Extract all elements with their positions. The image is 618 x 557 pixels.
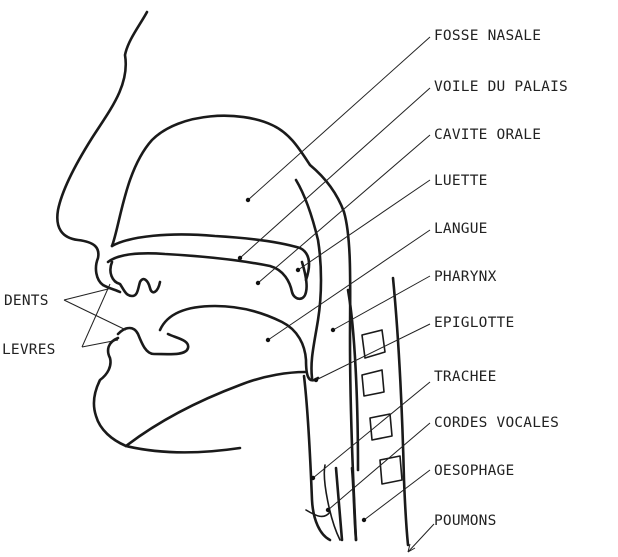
label-oesophage: OESOPHAGE — [434, 463, 514, 479]
tongue-surface — [160, 306, 318, 380]
label-trachee: TRACHEE — [434, 369, 497, 385]
face-profile-upper — [57, 12, 147, 285]
leader-fosse-nasale — [248, 37, 430, 200]
leader-cavite-orale — [258, 135, 430, 283]
vertebra-1 — [362, 330, 385, 358]
lower-teeth — [118, 328, 188, 354]
point-trachee — [311, 476, 315, 480]
point-luette — [296, 268, 300, 272]
point-cordes-vocales — [326, 508, 330, 512]
leader-dents-upper — [64, 288, 112, 300]
label-voile-du-palais: VOILE DU PALAIS — [434, 79, 568, 95]
label-epiglotte: EPIGLOTTE — [434, 315, 514, 331]
vertebra-4 — [380, 456, 402, 484]
vertebra-3 — [370, 414, 392, 440]
label-luette: LUETTE — [434, 173, 488, 189]
point-voile-du-palais — [238, 256, 242, 260]
point-epiglotte — [314, 378, 318, 382]
vertebra-2 — [362, 370, 384, 396]
label-cavite-orale: CAVITE ORALE — [434, 127, 541, 143]
jaw-floor — [126, 372, 305, 446]
label-levres: LEVRES — [2, 342, 56, 358]
label-langue: LANGUE — [434, 221, 488, 237]
point-oesophage — [362, 518, 366, 522]
label-dents: DENTS — [4, 293, 49, 309]
leader-voile-du-palais — [240, 88, 430, 258]
leader-cordes-vocales — [328, 423, 430, 510]
leader-luette — [298, 180, 430, 270]
leader-pharynx — [333, 276, 430, 330]
point-cavite-orale — [256, 281, 260, 285]
nasal-cavity-outline — [112, 116, 356, 540]
pharynx-front-wall — [296, 180, 321, 378]
leader-oesophage — [364, 470, 430, 520]
label-pharynx: PHARYNX — [434, 269, 497, 285]
spine-back-wall — [393, 278, 408, 545]
point-fosse-nasale — [246, 198, 250, 202]
trachea-left-wall — [336, 468, 342, 540]
label-fosse-nasale: FOSSE NASALE — [434, 28, 541, 44]
leader-poumons — [408, 524, 434, 552]
leader-dents-lower — [64, 300, 126, 330]
leader-levres-upper — [82, 284, 110, 347]
point-pharynx — [331, 328, 335, 332]
leader-trachee — [313, 382, 430, 478]
point-langue — [266, 338, 270, 342]
label-cordes-vocales: CORDES VOCALES — [434, 415, 559, 431]
leader-levres-lower — [82, 340, 118, 347]
label-poumons: POUMONS — [434, 513, 497, 529]
